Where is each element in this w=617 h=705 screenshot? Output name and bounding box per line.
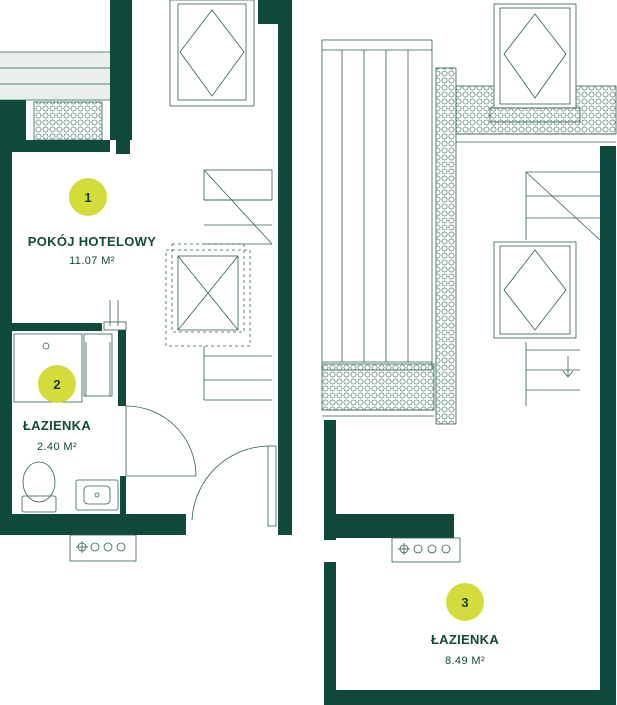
- shower-icon: [13, 333, 113, 403]
- room-3-area: 8.49 M²: [445, 655, 485, 667]
- insulation-column: [435, 67, 457, 425]
- radiator-icon: [69, 534, 137, 562]
- exterior-wall-insulation: [321, 363, 435, 417]
- room-3-name: ŁAZIENKA: [431, 632, 499, 647]
- left-unit: 1 POKÓJ HOTELOWY 11.07 M² 2 ŁAZIENKA 2.4…: [0, 0, 292, 562]
- radiator-icon: [391, 537, 461, 563]
- room-1-number: 1: [84, 190, 91, 205]
- walls: [324, 146, 616, 705]
- staircase-lines: [525, 171, 601, 406]
- room-3-badge: 3: [446, 583, 484, 621]
- staircase-icon: [321, 39, 433, 371]
- room-1-name: POKÓJ HOTELOWY: [28, 234, 156, 249]
- right-unit: 3 ŁAZIENKA 8.49 M²: [321, 3, 617, 705]
- room-1-badge: 1: [69, 178, 107, 216]
- window-icon: [493, 241, 577, 339]
- toilet-icon: [21, 461, 57, 513]
- room-2-badge: 2: [38, 365, 76, 403]
- pipe-marker: [103, 300, 127, 331]
- window-icon: [169, 0, 255, 107]
- sink-icon: [75, 479, 119, 511]
- walls: [0, 0, 292, 535]
- room-3-number: 3: [461, 595, 468, 610]
- door-icon: [125, 405, 197, 477]
- staircase-icon: [165, 169, 273, 401]
- room-2-name: ŁAZIENKA: [23, 418, 91, 433]
- room-2-number: 2: [53, 377, 60, 392]
- room-2-area: 2.40 M²: [37, 441, 77, 453]
- entrance-door-icon: [191, 445, 277, 527]
- window-icon: [489, 3, 581, 123]
- room-1-area: 11.07 M²: [69, 255, 115, 267]
